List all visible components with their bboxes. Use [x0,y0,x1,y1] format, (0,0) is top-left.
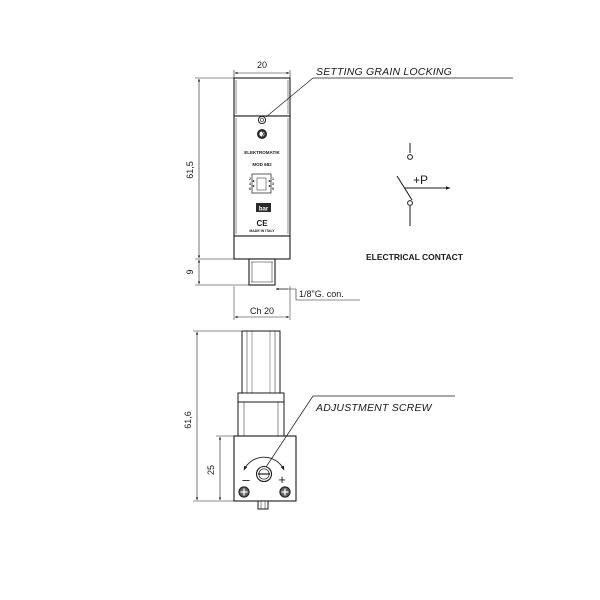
total-height-label: 61,6 [183,411,193,429]
terminal-block [251,173,272,194]
adjustment-arc [243,456,285,471]
pressure-label: +P [413,173,428,187]
terminal-5: 5 [272,187,274,191]
top-width-label: 20 [257,60,267,70]
thread-fitting [248,258,276,286]
terminal-6: 6 [249,187,251,191]
electrical-contact-schematic [396,143,451,226]
bottom-nub [257,500,269,510]
minus-symbol: – [242,472,250,487]
collar-body [237,401,285,437]
terminal-3: 3 [272,182,274,186]
model-label: MOD 682 [252,162,272,167]
front-view [195,70,513,320]
adjustment-screw-callout: ADJUSTMENT SCREW [315,402,433,414]
side-view [193,330,455,510]
plus-symbol: + [278,472,286,487]
terminal-2: 2 [249,177,251,181]
electrical-contact-label: ELECTRICAL CONTACT [366,252,464,262]
setting-grain-leader [265,77,314,118]
brand-label: ELEKTROMATIK [244,150,280,155]
origin-label: MADE IN ITALY [249,229,275,233]
base-height-label: 25 [206,465,216,475]
ce-mark: CE [256,219,268,228]
bottom-cap [233,235,291,260]
terminal-4: 4 [249,182,251,186]
setting-grain-callout: SETTING GRAIN LOCKING [316,66,452,78]
terminal-1: 1 [272,177,274,181]
tube [241,330,281,394]
unit-badge [256,203,271,212]
thread-height-label: 9 [185,269,195,274]
body-height-label: 61,5 [185,161,195,179]
collar [237,392,285,403]
hex-width-label: Ch 20 [250,306,274,316]
top-cap [233,77,291,117]
unit-label: bar [259,207,269,213]
grain-locking-screw[interactable] [257,115,267,125]
contact-switch-arm [396,175,413,201]
adjustment-screw-leader [265,395,314,468]
thread-spec-label: 1/8"G. con. [299,289,344,299]
